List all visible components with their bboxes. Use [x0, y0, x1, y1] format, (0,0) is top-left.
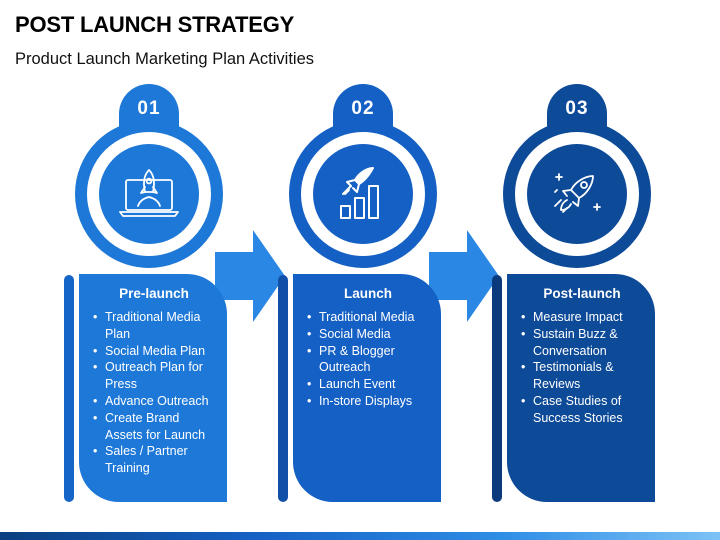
step-icon-circle — [527, 144, 627, 244]
list-item: Create Brand Assets for Launch — [93, 410, 217, 444]
card-post-launch: Post-launch Measure Impact Sustain Buzz … — [507, 274, 655, 502]
step-number: 02 — [351, 98, 375, 119]
list-item: Social Media Plan — [93, 343, 217, 360]
card-launch: Launch Traditional Media Social Media PR… — [293, 274, 441, 502]
list-item: Advance Outreach — [93, 393, 217, 410]
list-item: Social Media — [307, 326, 431, 343]
footer-gradient-bar — [0, 532, 720, 540]
card-accent-bar-1 — [64, 275, 74, 502]
page-title: POST LAUNCH STRATEGY — [15, 12, 295, 37]
card-item-list: Measure Impact Sustain Buzz & Conversati… — [519, 309, 645, 427]
list-item: PR & Blogger Outreach — [307, 343, 431, 377]
card-item-list: Traditional Media Social Media PR & Blog… — [305, 309, 431, 410]
list-item: Traditional Media — [307, 309, 431, 326]
card-accent-bar-3 — [492, 275, 502, 502]
list-item: Sustain Buzz & Conversation — [521, 326, 645, 360]
step-number: 01 — [137, 98, 161, 119]
list-item: Measure Impact — [521, 309, 645, 326]
arrow-right-2 — [429, 230, 499, 322]
card-item-list: Traditional Media Plan Social Media Plan… — [91, 309, 217, 477]
step-3: 03 — [493, 80, 713, 510]
step-2: 02 — [279, 80, 499, 510]
step-1: 01 — [65, 80, 285, 510]
card-accent-bar-2 — [278, 275, 288, 502]
rocket-laptop-icon — [119, 169, 179, 217]
list-item: Case Studies of Success Stories — [521, 393, 645, 427]
step-icon-circle — [313, 144, 413, 244]
step-number: 03 — [565, 98, 589, 119]
rocket-stars-icon — [554, 173, 601, 213]
list-item: Outreach Plan for Press — [93, 359, 217, 393]
list-item: Launch Event — [307, 376, 431, 393]
list-item: Traditional Media Plan — [93, 309, 217, 343]
page-subtitle: Product Launch Marketing Plan Activities — [15, 50, 314, 68]
step-icon-circle — [99, 144, 199, 244]
card-heading: Launch — [343, 286, 392, 301]
arrow-right-1 — [215, 230, 285, 322]
rocket-growth-chart-icon — [340, 167, 379, 219]
card-heading: Pre-launch — [119, 286, 189, 301]
list-item: In-store Displays — [307, 393, 431, 410]
list-item: Sales / Partner Training — [93, 443, 217, 477]
card-heading: Post-launch — [543, 286, 621, 301]
list-item: Testimonials & Reviews — [521, 359, 645, 393]
card-pre-launch: Pre-launch Traditional Media Plan Social… — [79, 274, 227, 502]
